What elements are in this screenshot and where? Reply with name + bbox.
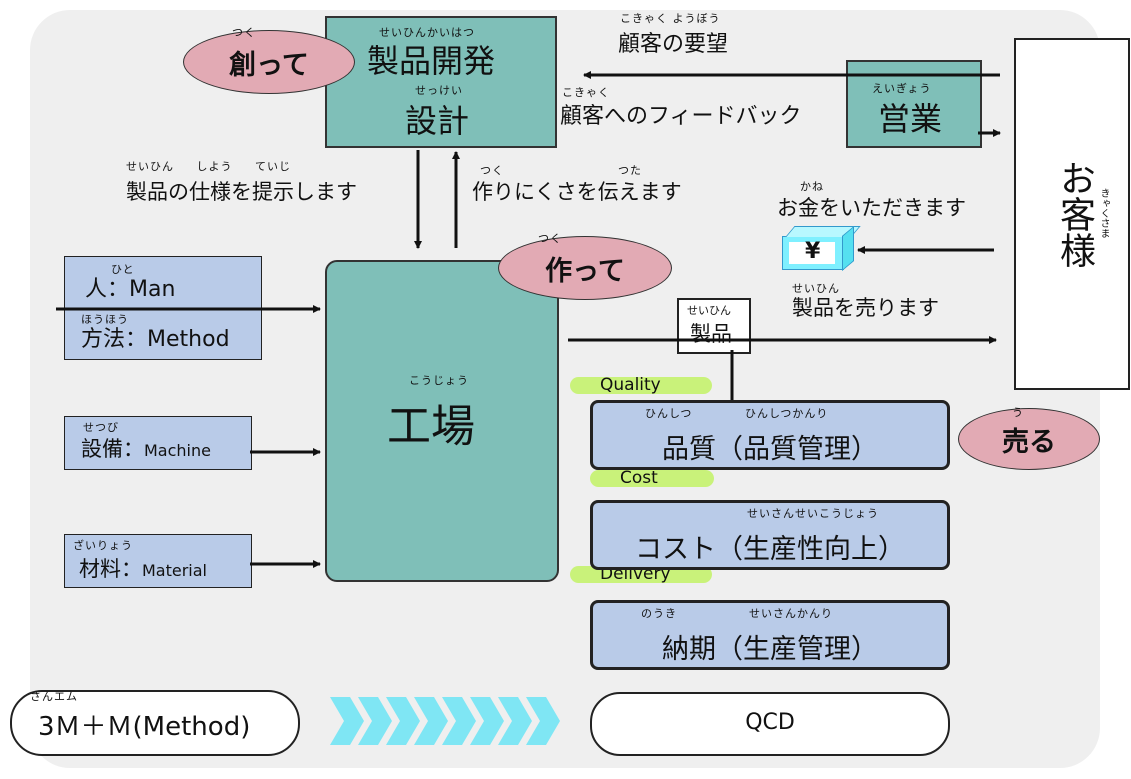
sales-text: 営業: [878, 100, 943, 138]
money-text: お金をいただきます: [777, 196, 966, 220]
sell-bubble-text: 売る: [1002, 426, 1056, 458]
man-ruby: ひと: [111, 263, 135, 276]
material-latin: Material: [142, 561, 207, 580]
machine-ruby: せつび: [83, 421, 119, 434]
factory-box: こうじょう 工場: [325, 260, 559, 582]
material-kanji: 材料: [79, 557, 121, 581]
man-latin: Man: [129, 277, 176, 302]
spec-ruby: せいひん しよう ていじ: [126, 160, 291, 173]
man-colon: ：: [107, 277, 130, 302]
material-colon: ：: [121, 557, 142, 581]
method-label: 方法：Method: [81, 321, 230, 353]
customer-box: お客様 きゃくさま: [1014, 38, 1130, 390]
design-title: 設計: [405, 102, 470, 140]
yen-box-face: [789, 242, 835, 264]
machine-box: せつび 設備：Machine: [64, 416, 252, 470]
sell-bubble-ruby: う: [1012, 406, 1024, 419]
man-label: 人：Man: [85, 271, 175, 303]
product-development-ruby: せいひんかいはつ: [379, 26, 475, 39]
factory-ruby: こうじょう: [409, 374, 469, 387]
delivery-ruby-2: せいさんかんり: [749, 607, 833, 620]
cost-pill-text: Cost: [620, 468, 658, 488]
3m-m-pill: 3Ｍ＋Ｍ(Method): [10, 690, 300, 756]
create-bubble: 創って: [183, 30, 355, 94]
quality-ruby-2: ひんしつかんり: [745, 407, 829, 420]
method-latin: Method: [147, 327, 230, 352]
3m-m-text: 3Ｍ＋Ｍ(Method): [38, 712, 251, 742]
delivery-box: のうき せいさんかんり 納期（生産管理）: [590, 600, 950, 670]
method-kanji: 方法: [81, 327, 126, 352]
quality-pill: Quality: [570, 375, 712, 395]
quality-text: 品質（品質管理）: [662, 434, 878, 465]
material-ruby: ざいりょう: [73, 539, 133, 552]
chevron-arrows: [330, 697, 560, 745]
method-ruby: ほうほう: [81, 313, 129, 326]
quality-box: ひんしつ ひんしつかんり 品質（品質管理）: [590, 400, 950, 470]
make-ruby: つく: [538, 232, 562, 245]
machine-latin: Machine: [144, 441, 211, 460]
cost-box: せいさんせいこうじょう コスト（生産性向上）: [590, 500, 950, 570]
cost-text: コスト（生産性向上）: [635, 534, 905, 565]
delivery-ruby-1: のうき: [641, 607, 677, 620]
make-bubble: 作って: [498, 236, 672, 300]
customer-request-text: 顧客の要望: [618, 32, 729, 57]
product-label-box: せいひん 製品: [677, 298, 751, 354]
difficulty-ruby-2: つた: [618, 164, 642, 177]
difficulty-text: 作りにくさを伝えます: [472, 180, 682, 204]
man-kanji: 人: [85, 277, 108, 302]
cost-ruby: せいさんせいこうじょう: [747, 507, 879, 520]
product-development-box: せいひんかいはつ 製品開発 せっけい 設計: [325, 16, 557, 148]
factory-text: 工場: [387, 401, 475, 452]
customer-feedback-ruby: こきゃく: [562, 86, 610, 99]
yen-box: ¥: [782, 236, 844, 270]
material-box: ざいりょう 材料：Material: [64, 534, 252, 588]
cost-pill: Cost: [590, 468, 714, 488]
method-colon: ：: [125, 327, 148, 352]
create-ruby: つく: [232, 26, 256, 39]
quality-pill-text: Quality: [600, 375, 661, 395]
material-label: 材料：Material: [79, 553, 207, 583]
machine-kanji: 設備: [81, 437, 123, 461]
product-label-text: 製品: [690, 322, 732, 346]
sell-text: 製品を売ります: [792, 296, 939, 320]
product-development-title: 製品開発: [367, 42, 496, 80]
qcd-pill: QCD: [590, 692, 950, 756]
money-ruby: かね: [800, 180, 824, 193]
machine-label: 設備：Machine: [81, 433, 211, 463]
delivery-text: 納期（生産管理）: [662, 634, 878, 665]
customer-feedback-text: 顧客へのフィードバック: [560, 104, 802, 129]
sell-bubble: 売る: [958, 408, 1100, 470]
qcd-text: QCD: [745, 710, 795, 735]
customer-request-ruby: こきゃく ようぼう: [620, 12, 721, 25]
customer-text: お客様: [1054, 160, 1095, 268]
sales-ruby: えいぎょう: [872, 82, 932, 95]
design-ruby: せっけい: [415, 84, 463, 97]
product-label-ruby: せいひん: [687, 304, 731, 317]
create-bubble-text: 創って: [229, 49, 309, 81]
sell-ruby: せいひん: [792, 282, 840, 295]
customer-ruby: きゃくさま: [1098, 188, 1109, 238]
machine-colon: ：: [123, 437, 144, 461]
quality-ruby-1: ひんしつ: [645, 407, 693, 420]
difficulty-ruby-1: つく: [480, 164, 504, 177]
3m-m-ruby: さんエム: [30, 690, 78, 703]
spec-text: 製品の仕様を提示します: [126, 180, 357, 204]
yen-symbol: ¥: [805, 239, 821, 264]
make-bubble-text: 作って: [545, 255, 625, 287]
